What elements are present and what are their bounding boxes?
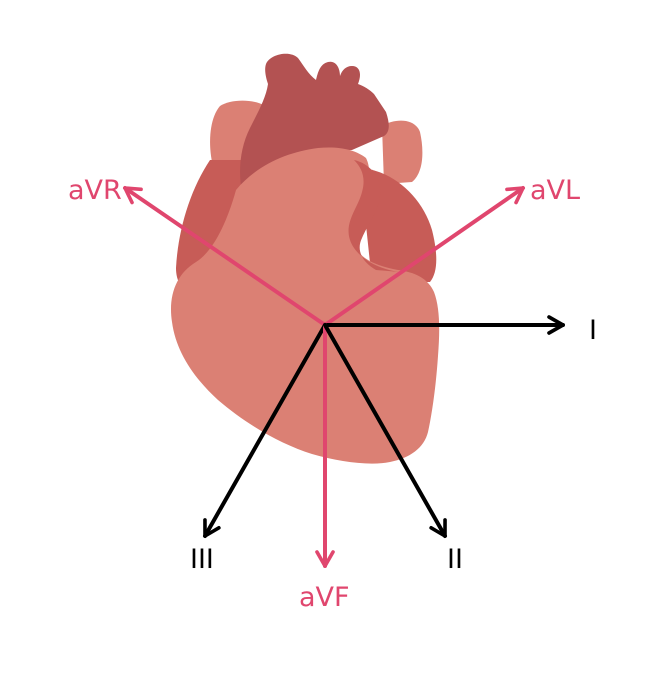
- heart-illustration: [171, 53, 440, 464]
- heart-ventricles: [171, 147, 440, 464]
- heart-aorta: [240, 53, 389, 194]
- avr-label: aVR: [68, 175, 122, 206]
- heart-right-vessel-fold: [348, 160, 400, 272]
- lead-labels: aVR aVL I III II aVF: [68, 175, 597, 613]
- heart-right-atrium: [382, 120, 423, 184]
- avf-label: aVF: [299, 582, 350, 613]
- lead-vectors: [123, 186, 565, 568]
- lead-ii-label: II: [447, 544, 463, 575]
- avl-label: aVL: [530, 175, 580, 206]
- avr-vector: [123, 186, 327, 327]
- avl-vector: [323, 186, 525, 327]
- lead-iii-vector: [203, 323, 327, 538]
- lead-ii-vector: [323, 323, 447, 538]
- lead-i-label: I: [589, 315, 597, 346]
- lead-iii-label: III: [190, 544, 214, 575]
